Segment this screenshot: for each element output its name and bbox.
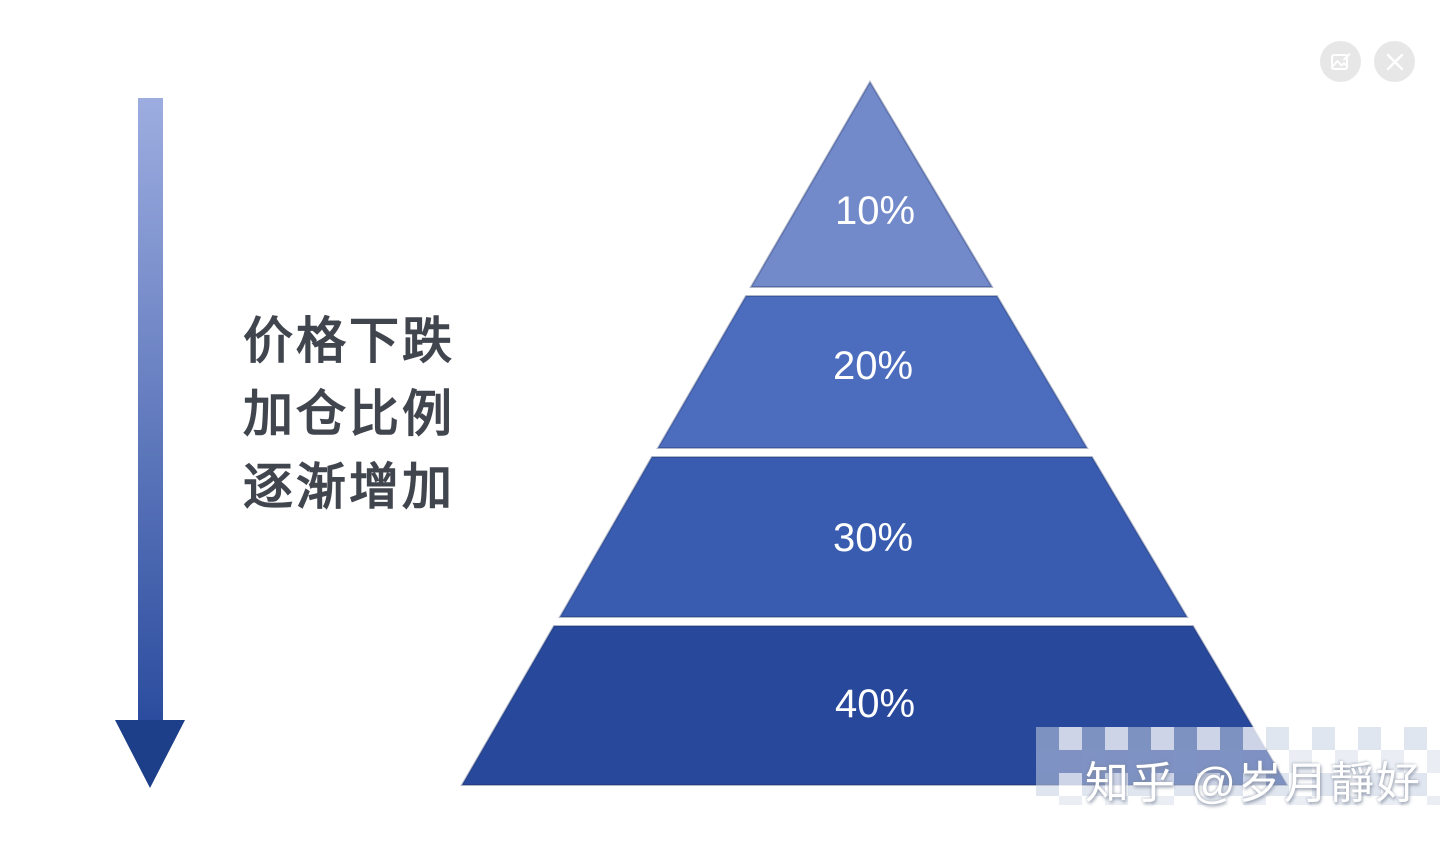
watermark: 知乎 @岁月靜好 [1085, 759, 1422, 808]
close-icon [1384, 51, 1406, 73]
edit-image-button[interactable] [1320, 41, 1361, 82]
arrow-head [115, 720, 185, 788]
edit-image-icon [1329, 50, 1353, 74]
arrow-shaft [138, 98, 163, 723]
pyramid-level-2 [656, 295, 1089, 449]
caption-line-2: 加仓比例 [243, 386, 455, 442]
pyramid-level-3-label: 30% [833, 516, 913, 560]
pyramid-level-2-label: 20% [833, 344, 913, 388]
caption-line-3: 逐渐增加 [243, 459, 455, 515]
caption-line-1: 价格下跌 [243, 313, 455, 369]
viewer-controls [1320, 41, 1415, 82]
pyramid-level-1 [749, 80, 994, 288]
pyramid-level-4-label: 40% [835, 682, 915, 726]
down-arrow [100, 98, 200, 795]
pyramid-level-3 [558, 456, 1189, 618]
pyramid-level-1-label: 10% [835, 189, 915, 233]
close-button[interactable] [1374, 41, 1415, 82]
mosaic-censor [1036, 727, 1440, 805]
caption: 价格下跌 加仓比例 逐渐增加 [243, 305, 455, 524]
